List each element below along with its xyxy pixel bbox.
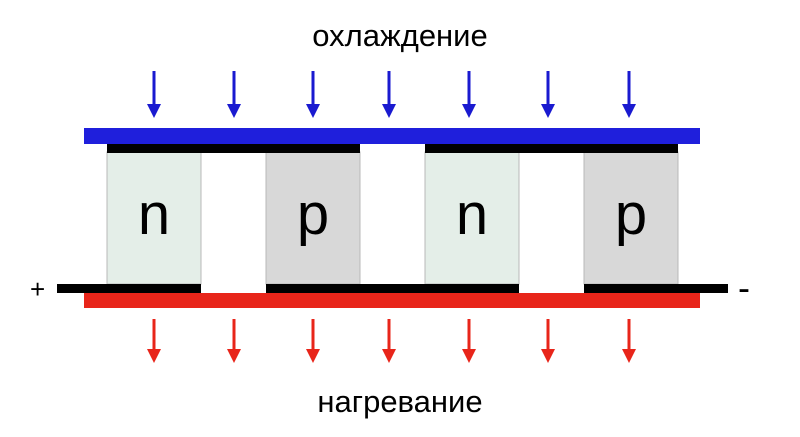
- arrow-head: [541, 104, 555, 118]
- cold-arrow-4: [382, 71, 396, 118]
- cold-plate: [84, 128, 700, 144]
- heat-arrow-6: [541, 319, 555, 363]
- cold-arrow-7: [622, 71, 636, 118]
- heat-arrow-3: [306, 319, 320, 363]
- arrow-head: [306, 104, 320, 118]
- arrow-head: [462, 104, 476, 118]
- heat-arrow-5: [462, 319, 476, 363]
- arrow-head: [382, 104, 396, 118]
- cold-arrow-2: [227, 71, 241, 118]
- cold-arrow-3: [306, 71, 320, 118]
- arrow-head: [541, 349, 555, 363]
- cold-arrow-6: [541, 71, 555, 118]
- hot-plate: [84, 293, 700, 308]
- heating-label: нагревание: [317, 384, 483, 419]
- arrow-head: [622, 104, 636, 118]
- top-conductor-1: [107, 144, 360, 153]
- element-type-label: p: [614, 182, 648, 247]
- arrow-head: [306, 349, 320, 363]
- arrow-head: [227, 349, 241, 363]
- arrow-head: [227, 104, 241, 118]
- heat-arrow-7: [622, 319, 636, 363]
- cold-arrow-1: [147, 71, 161, 118]
- bottom-conductor-middle: [266, 284, 519, 293]
- arrow-head: [462, 349, 476, 363]
- heat-arrow-1: [147, 319, 161, 363]
- bottom-lead-negative: [584, 284, 728, 293]
- heat-arrow-2: [227, 319, 241, 363]
- heat-arrow-4: [382, 319, 396, 363]
- cold-arrow-5: [462, 71, 476, 118]
- positive-terminal-label: +: [30, 274, 46, 304]
- arrow-head: [147, 104, 161, 118]
- cooling-label: охлаждение: [312, 18, 488, 53]
- element-type-label: n: [137, 182, 171, 247]
- arrow-head: [147, 349, 161, 363]
- element-type-label: n: [455, 182, 489, 247]
- arrow-head: [382, 349, 396, 363]
- top-conductor-2: [425, 144, 678, 153]
- bottom-lead-positive: [57, 284, 201, 293]
- element-type-label: p: [296, 182, 330, 247]
- arrow-head: [622, 349, 636, 363]
- negative-terminal-label: -: [738, 267, 750, 308]
